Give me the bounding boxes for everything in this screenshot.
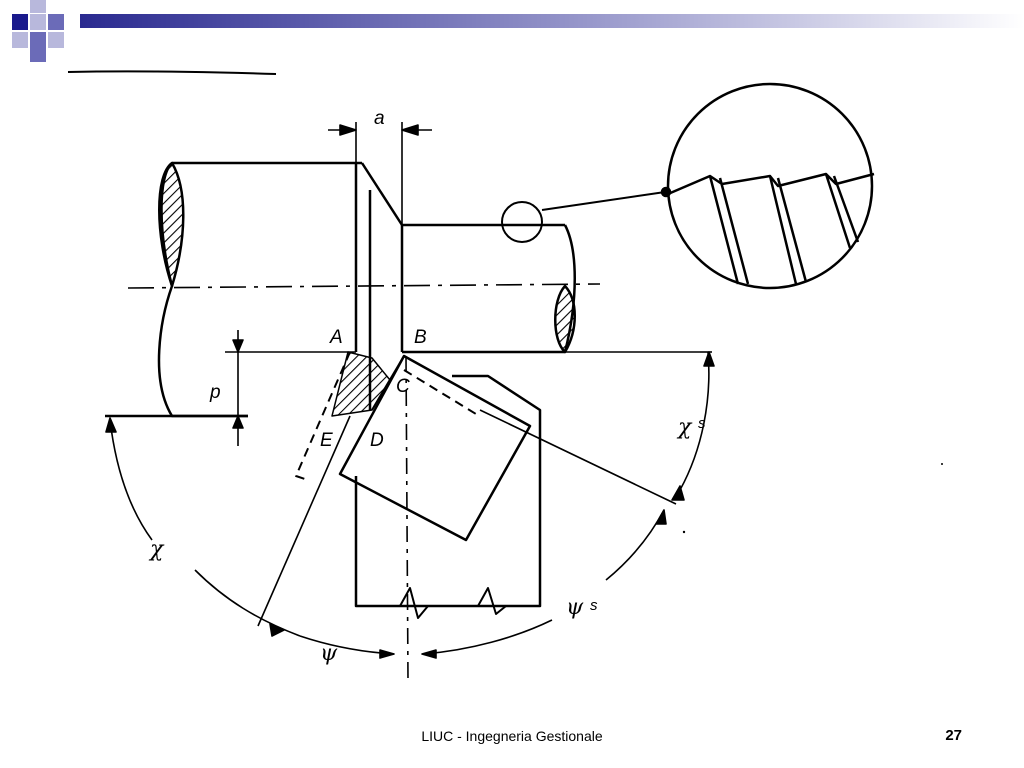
header-square <box>12 14 28 30</box>
magnified-surface-circle <box>666 82 874 290</box>
workpiece-axis-line <box>127 283 601 289</box>
label-B: B <box>414 327 427 348</box>
label-chi: χ <box>148 537 165 562</box>
workpiece-large-section <box>105 161 362 418</box>
cutting-tool <box>295 351 542 619</box>
tool-axis-line <box>405 355 409 681</box>
label-E: E <box>320 430 333 451</box>
angle-arc-chi-s <box>605 351 715 581</box>
detail-marker-circle <box>501 201 543 243</box>
label-p: p <box>209 382 221 403</box>
header-square <box>30 14 46 30</box>
header-square <box>30 48 46 62</box>
header-gradient-bar <box>80 14 1024 28</box>
label-chi-s: χ <box>676 415 693 440</box>
slide-number: 27 <box>945 727 962 744</box>
dimension-a <box>328 122 432 225</box>
workpiece-small-section <box>402 223 700 354</box>
speck <box>941 463 943 465</box>
angle-arc-chi <box>105 417 301 637</box>
label-D: D <box>370 430 384 451</box>
title-underline <box>67 70 277 75</box>
label-psi: ψ <box>320 641 338 666</box>
angle-construction-lines <box>257 351 712 627</box>
label-psi-s: ψ <box>566 595 584 620</box>
label-psi-s-sub: s <box>590 597 598 614</box>
label-C: C <box>396 376 410 397</box>
speck <box>682 530 686 534</box>
header-square <box>48 14 64 30</box>
dimension-p <box>225 330 356 446</box>
chip-hatched <box>331 351 391 417</box>
surface-profile-line <box>667 172 875 285</box>
label-a: a <box>374 108 385 129</box>
detail-leader-line <box>541 191 666 211</box>
header-square <box>12 32 28 48</box>
machined-cross-section-hatched <box>554 284 576 354</box>
header-square <box>30 0 46 13</box>
workpiece-cross-section-hatched <box>160 161 185 288</box>
footer-text: LIUC - Ingegneria Gestionale <box>421 728 603 744</box>
label-chi-s-sub: s <box>698 415 706 432</box>
label-A: A <box>329 327 343 348</box>
header-square <box>30 32 46 48</box>
angle-arc-psi <box>299 619 553 659</box>
header-square <box>48 32 64 48</box>
header-decoration-squares <box>0 0 80 64</box>
